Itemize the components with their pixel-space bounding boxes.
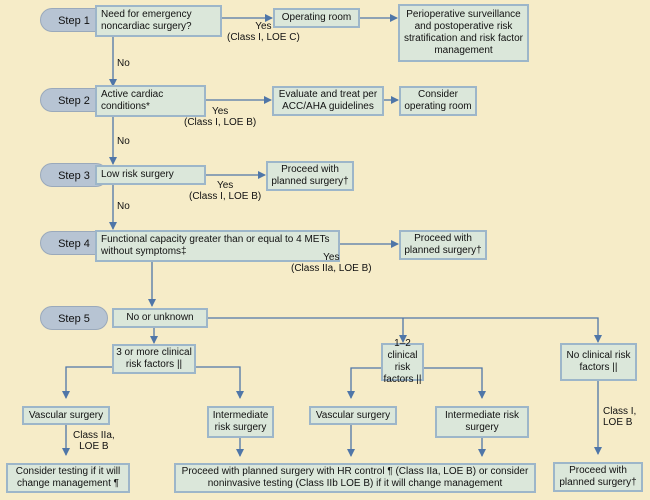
line-no-unknown-branch <box>208 317 602 343</box>
consider-or-box: Consider operating room <box>399 86 477 116</box>
step-5-label: Step 5 <box>40 306 108 330</box>
low-risk-box: Low risk surgery <box>95 165 206 185</box>
consider-testing-box: Consider testing if it will change manag… <box>6 463 130 493</box>
intermediate-risk-b-box: Intermediate risk surgery <box>435 406 529 438</box>
line-three-to-intermediate <box>196 366 244 399</box>
perioperative-box: Perioperative surveillance and postopera… <box>398 4 529 62</box>
no-label-step2: No <box>117 136 130 147</box>
no-label-step1: No <box>117 58 130 69</box>
emergency-surgery-box: Need for emergency noncardiac surgery? <box>95 5 222 37</box>
class-iia-label: Class IIa, LOE B <box>73 430 115 452</box>
line-onetwo-to-vascular <box>347 367 381 399</box>
proceed-step3-box: Proceed with planned surgery† <box>266 161 354 191</box>
class-i-label: Class I, LOE B <box>603 406 637 428</box>
line-onetwo-to-intermediate <box>424 367 486 399</box>
proceed-step5-box: Proceed with planned surgery† <box>553 462 643 492</box>
evaluate-treat-box: Evaluate and treat per ACC/AHA guideline… <box>272 86 384 116</box>
vascular-surgery-b-box: Vascular surgery <box>309 406 397 425</box>
three-or-more-risk-factors-box: 3 or more clinical risk factors || <box>112 344 196 374</box>
yes-label-step2: Yes (Class I, LOE B) <box>184 106 257 128</box>
no-label-step3: No <box>117 201 130 212</box>
yes-label-step1: Yes (Class I, LOE C) <box>227 21 300 43</box>
line-three-to-vascular <box>62 366 112 399</box>
proceed-step4-box: Proceed with planned surgery† <box>399 230 487 260</box>
active-cardiac-box: Active cardiac conditions* <box>95 85 206 117</box>
vascular-surgery-a-box: Vascular surgery <box>22 406 110 425</box>
yes-label-step4: Yes (Class IIa, LOE B) <box>291 252 372 274</box>
functional-capacity-box: Functional capacity greater than or equa… <box>95 230 340 262</box>
no-or-unknown-box: No or unknown <box>112 308 208 328</box>
intermediate-risk-a-box: Intermediate risk surgery <box>207 406 274 438</box>
one-two-risk-factors-box: 1–2 clinical risk factors || <box>381 338 424 385</box>
proceed-hr-control-box: Proceed with planned surgery with HR con… <box>174 463 536 493</box>
operating-room-box: Operating room <box>273 8 360 28</box>
yes-label-step3: Yes (Class I, LOE B) <box>189 180 262 202</box>
no-clinical-risk-factors-box: No clinical risk factors || <box>560 343 637 381</box>
